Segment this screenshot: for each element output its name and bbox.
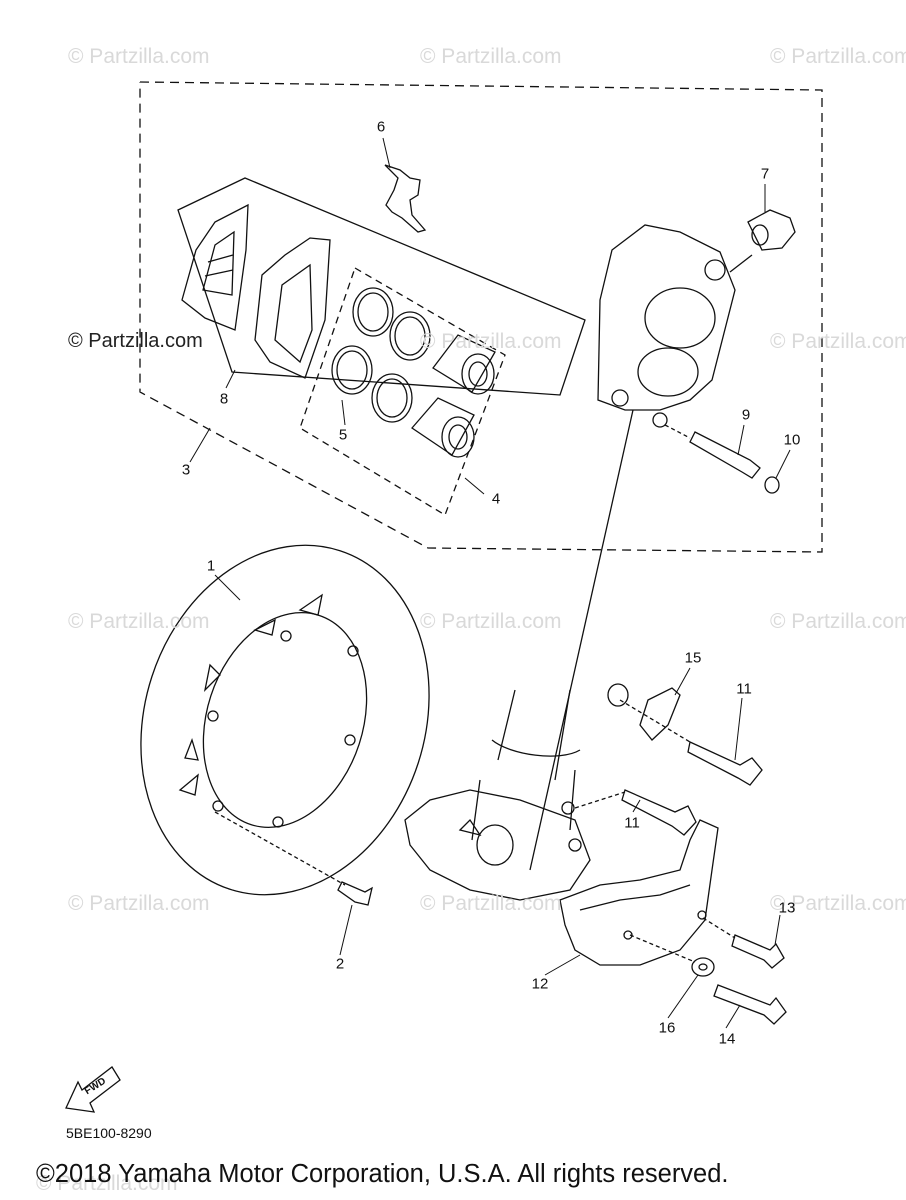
watermark: © Partzilla.com: [770, 45, 906, 68]
callout-13: 13: [778, 899, 796, 917]
watermark-visible: © Partzilla.com: [68, 330, 203, 352]
watermark: © Partzilla.com: [770, 610, 906, 633]
callout-11a: 11: [736, 680, 752, 698]
guard-bolt-upper: [702, 917, 785, 969]
callout-8: 8: [219, 390, 229, 408]
diagram-code: 5BE100-8290: [66, 1125, 152, 1141]
brake-pad-left: [181, 203, 249, 331]
watermark: © Partzilla.com: [770, 330, 906, 353]
pad-pin: [689, 431, 761, 479]
callout-9: 9: [741, 406, 751, 424]
watermark: © Partzilla.com: [68, 892, 210, 915]
callout-6: 6: [376, 118, 386, 136]
watermark: © Partzilla.com: [36, 1172, 178, 1195]
fork-bottom: [404, 789, 591, 901]
pistons: [411, 334, 496, 458]
disc-guard: [559, 819, 719, 966]
seal-kit-outline: [299, 267, 506, 516]
pad-plate-outline: [177, 177, 586, 396]
fwd-arrow-icon: [65, 1066, 121, 1113]
copyright-notice: ©2018 Yamaha Motor Corporation, U.S.A. A…: [36, 1160, 729, 1188]
watermark: © Partzilla.com: [420, 610, 562, 633]
brake-disc: [140, 544, 430, 896]
piston-seals: [331, 287, 431, 423]
callout-3: 3: [181, 461, 191, 479]
fork-tube: [471, 409, 634, 871]
hose-bracket: [607, 683, 681, 741]
callout-2: 2: [335, 955, 345, 973]
callout-15: 15: [684, 649, 702, 667]
callout-11b: 11: [624, 814, 640, 832]
pin-clip: [764, 476, 780, 494]
disc-bolt: [214, 811, 373, 906]
pad-spring: [384, 164, 427, 233]
bracket-bolt-upper: [619, 699, 763, 786]
watermark: © Partzilla.com: [68, 610, 210, 633]
bleed-screw: [729, 209, 796, 273]
watermark: © Partzilla.com: [420, 330, 562, 353]
callout-10: 10: [783, 431, 801, 449]
callout-5: 5: [338, 426, 348, 444]
callout-16: 16: [658, 1019, 676, 1037]
callout-1: 1: [206, 557, 216, 575]
watermark: © Partzilla.com: [420, 892, 562, 915]
caliper-body: [597, 224, 736, 428]
watermark: © Partzilla.com: [68, 45, 210, 68]
watermark: © Partzilla.com: [770, 892, 906, 915]
watermark: © Partzilla.com: [420, 45, 562, 68]
guard-bolt-lower: [713, 984, 787, 1025]
callout-4: 4: [491, 490, 501, 508]
callout-7: 7: [760, 165, 770, 183]
bracket-bolt-lower: [574, 789, 697, 836]
leader-lines: [189, 137, 791, 1029]
caliper-assembly-outline: [139, 81, 823, 553]
washer: [629, 934, 715, 977]
brake-pad-right: [254, 237, 331, 379]
callout-12: 12: [531, 975, 549, 993]
callout-14: 14: [718, 1030, 736, 1048]
